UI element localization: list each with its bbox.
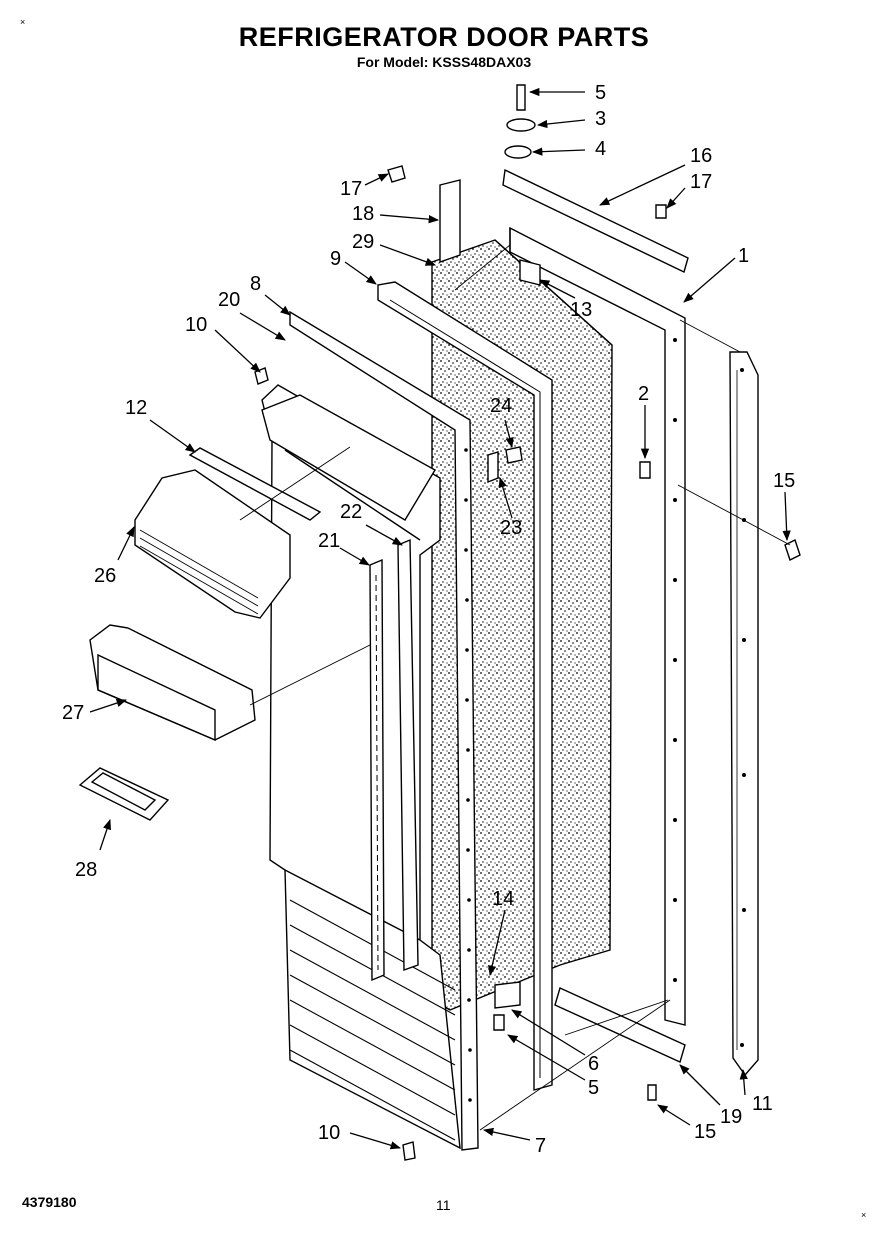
screw-17-left: [387, 165, 406, 183]
part-label-28: 28: [75, 859, 97, 881]
document-code: 4379180: [22, 1194, 77, 1210]
part-label-23: 23: [500, 517, 522, 539]
part-label-20: 20: [218, 289, 240, 311]
screw-17-right: [655, 204, 667, 219]
part-label-10: 10: [318, 1122, 340, 1144]
part-label-9: 9: [330, 248, 341, 270]
part-label-17: 17: [340, 178, 362, 200]
bracket-13: [519, 259, 541, 286]
hinge-pin: [516, 84, 526, 111]
part-label-14: 14: [492, 888, 514, 910]
bottom-channel: [554, 987, 686, 1063]
model-subtitle: For Model: KSSS48DAX03: [356, 54, 532, 70]
part-label-15: 15: [694, 1121, 716, 1143]
hinge-shim-4: [504, 145, 532, 159]
part-label-8: 8: [250, 273, 261, 295]
corner-mark: ×: [861, 1210, 867, 1220]
part-label-1: 1: [738, 245, 749, 267]
egg-tray: [78, 767, 170, 821]
strip-22: [397, 538, 419, 971]
screw-15-right: [784, 539, 801, 561]
bracket-23: [487, 451, 499, 484]
part-label-5: 5: [588, 1077, 599, 1099]
part-label-4: 4: [595, 138, 606, 160]
part-label-2: 2: [638, 383, 649, 405]
page-number: 11: [436, 1197, 451, 1213]
door-bin: [89, 624, 256, 741]
breaker-strip: [289, 310, 479, 1151]
part-label-27: 27: [62, 702, 84, 724]
part-label-15: 15: [773, 470, 795, 492]
part-label-7: 7: [535, 1135, 546, 1157]
inner-gasket: [377, 281, 553, 1091]
screw-24: [505, 446, 523, 464]
liner-strip: [439, 179, 461, 263]
part-label-3: 3: [595, 108, 606, 130]
dairy-door: [134, 469, 291, 619]
part-label-29: 29: [352, 231, 374, 253]
screw-5-bottom: [493, 1014, 505, 1031]
part-label-16: 16: [690, 145, 712, 167]
shelf-rail: [188, 447, 322, 521]
part-label-13: 13: [570, 299, 592, 321]
part-label-22: 22: [340, 501, 362, 523]
part-label-11: 11: [752, 1093, 773, 1115]
screw-10-bottom: [402, 1141, 416, 1161]
part-label-6: 6: [588, 1053, 599, 1075]
outer-door-panel: [729, 351, 759, 1077]
part-label-5: 5: [595, 82, 606, 104]
corner-mark: ×: [20, 17, 26, 27]
clip-2: [639, 461, 651, 479]
part-label-18: 18: [352, 203, 374, 225]
screw-10-top: [254, 367, 269, 385]
screw-15-bottom: [647, 1084, 657, 1101]
top-channel: [502, 168, 689, 273]
part-label-12: 12: [125, 397, 147, 419]
bottom-hinge-6: [494, 981, 521, 1009]
part-label-24: 24: [490, 395, 512, 417]
part-label-17: 17: [690, 171, 712, 193]
part-label-19: 19: [720, 1106, 742, 1128]
part-label-26: 26: [94, 565, 116, 587]
part-label-10: 10: [185, 314, 207, 336]
hinge-bushing-3: [506, 118, 536, 132]
page-title: REFRIGERATOR DOOR PARTS: [238, 22, 650, 52]
part-label-21: 21: [318, 530, 340, 552]
